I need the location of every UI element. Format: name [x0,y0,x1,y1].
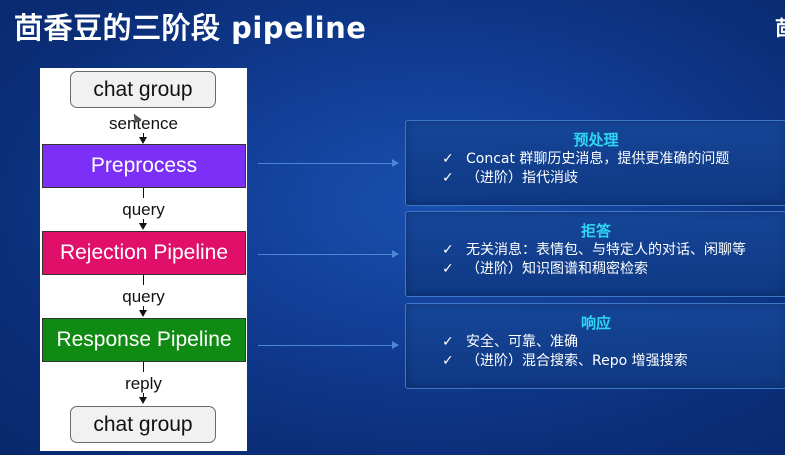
card-item: ✓ Concat 群聊历史消息，提供更准确的问题 [442,150,785,169]
check-icon: ✓ [442,353,454,369]
card-item: ✓ （进阶）混合搜索、Repo 增强搜索 [442,352,785,371]
arrow-down-icon [139,137,147,144]
arrow-line [143,393,144,399]
card-item-text: 安全、可靠、准确 [466,334,578,350]
card-item: ✓ 安全、可靠、准确 [442,333,785,352]
arrow-down-icon [139,223,147,230]
card-item-text: Concat 群聊历史消息，提供更准确的问题 [466,151,730,167]
arrow-right-icon [392,159,399,167]
rejection-stage-node: Rejection Pipeline [42,231,246,275]
edge-label-sentence: sentence [109,114,178,133]
card-item: ✓ （进阶）知识图谱和稠密检索 [442,260,785,279]
arrow-line [143,133,144,139]
arrow-line [143,306,144,312]
arrow-right-icon [392,341,399,349]
arrow-line [143,362,144,372]
check-icon: ✓ [442,151,454,167]
preprocess-stage-node: Preprocess [42,144,246,188]
check-icon: ✓ [442,242,454,258]
slide-title: 茴香豆的三阶段 pipeline [14,11,367,45]
check-icon: ✓ [442,261,454,277]
check-icon: ✓ [442,170,454,186]
card-title: 拒答 [580,222,611,240]
chat-group-top-node: chat group [70,71,216,108]
pipeline-flow-diagram: chat group sentence Preprocess query Rej… [40,68,247,451]
response-stage-node: Response Pipeline [42,318,246,362]
arrow-line [143,188,144,198]
arrow-right-icon [392,250,399,258]
card-item: ✓ 无关消息：表情包、与特定人的对话、闲聊等 [442,241,785,260]
check-icon: ✓ [442,334,454,350]
arrow-line [143,275,144,285]
card-item-text: （进阶）知识图谱和稠密检索 [466,261,648,277]
arrow-down-icon [139,310,147,317]
card-preprocess: 预处理 ✓ Concat 群聊历史消息，提供更准确的问题 ✓ （进阶）指代消歧 [405,120,785,206]
connector-preprocess [258,163,398,164]
connector-rejection [258,254,398,255]
logo-icon: 茴 [775,12,785,41]
edge-label-query-1: query [122,200,165,219]
card-item-text: 无关消息：表情包、与特定人的对话、闲聊等 [466,242,746,258]
edge-label-reply: reply [125,374,162,393]
card-item-text: （进阶）混合搜索、Repo 增强搜索 [466,353,688,369]
connector-response [258,345,398,346]
card-title: 预处理 [573,131,619,149]
arrow-down-icon [139,397,147,404]
edge-label-query-2: query [122,287,165,306]
card-rejection: 拒答 ✓ 无关消息：表情包、与特定人的对话、闲聊等 ✓ （进阶）知识图谱和稠密检索 [405,211,785,297]
card-response: 响应 ✓ 安全、可靠、准确 ✓ （进阶）混合搜索、Repo 增强搜索 [405,303,785,389]
card-title: 响应 [580,314,611,332]
arrow-line [143,219,144,225]
chat-group-bottom-node: chat group [70,406,216,443]
card-item-text: （进阶）指代消歧 [466,170,578,186]
card-item: ✓ （进阶）指代消歧 [442,169,785,188]
